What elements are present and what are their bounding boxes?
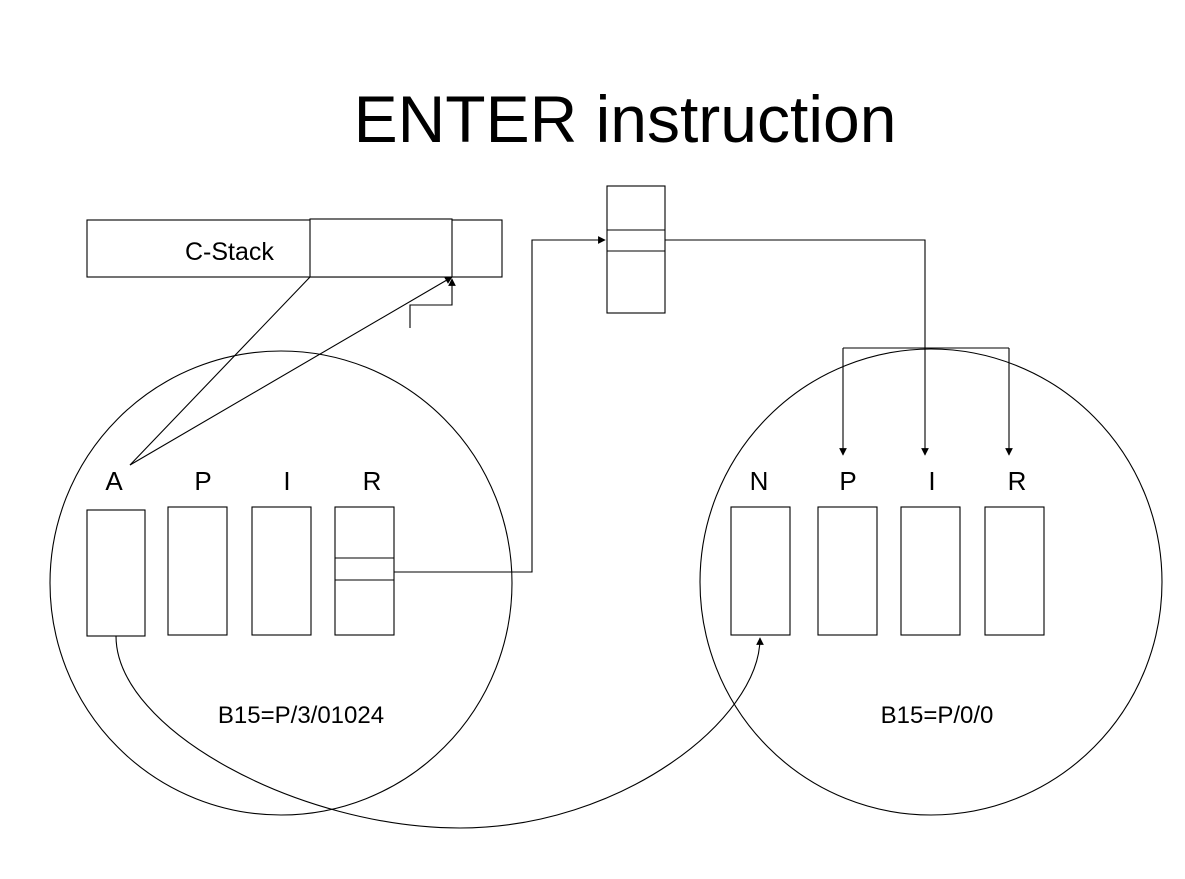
left-register-label-i: I xyxy=(283,466,290,496)
descriptor-box xyxy=(606,185,666,314)
right-frame-circle xyxy=(699,348,1163,816)
c-stack-active-frame xyxy=(309,218,453,278)
right-register-n xyxy=(730,506,791,636)
c-stack: C-Stack xyxy=(86,218,503,278)
left-b15-label: B15=P/3/01024 xyxy=(218,702,384,729)
left-register-label-p: P xyxy=(194,466,211,496)
left-register-a xyxy=(86,509,146,637)
right-register-label-n: N xyxy=(750,466,769,496)
right-register-p xyxy=(817,506,878,636)
left-register-i xyxy=(251,506,312,636)
right-register-i xyxy=(900,506,961,636)
right-register-label-i: I xyxy=(928,466,935,496)
right-b15-label: B15=P/0/0 xyxy=(881,702,994,729)
left-register-label-r: R xyxy=(363,466,382,496)
descriptor-to-right-frame-line xyxy=(665,239,926,348)
left-frame-circle xyxy=(49,350,513,816)
r-to-descriptor-arrow xyxy=(394,236,606,573)
left-register-r xyxy=(334,506,395,636)
a-to-stack-start-line xyxy=(129,276,311,466)
right-register-label-r: R xyxy=(1008,466,1027,496)
right-register-r xyxy=(984,506,1045,636)
a-to-n-curved-arrow xyxy=(115,635,764,829)
a-to-stack-top-line xyxy=(129,276,453,466)
left-register-label-a: A xyxy=(105,466,123,496)
right-register-label-p: P xyxy=(839,466,856,496)
diagram-title: ENTER instruction xyxy=(354,82,897,156)
left-register-p xyxy=(167,506,228,636)
c-stack-label: C-Stack xyxy=(185,238,274,266)
stack-push-hook xyxy=(409,278,456,328)
